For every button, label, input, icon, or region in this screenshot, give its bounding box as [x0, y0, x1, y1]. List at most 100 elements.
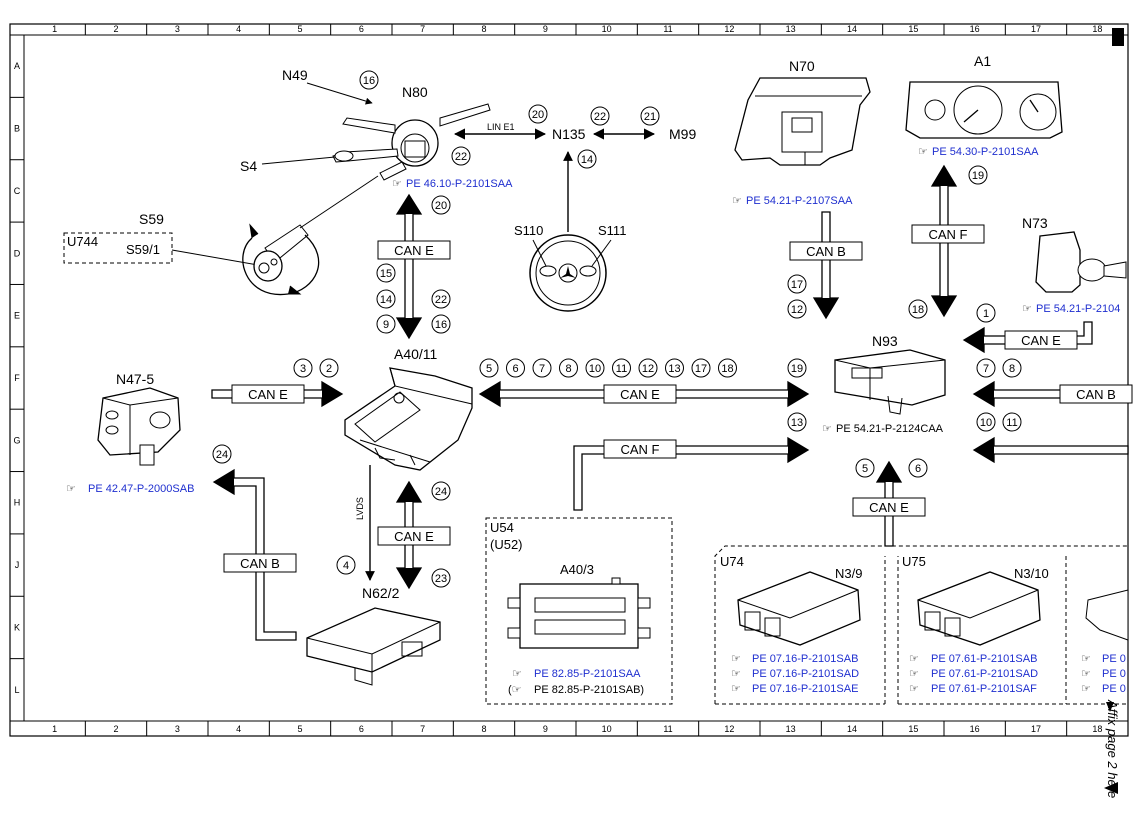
bus-can-b-n70: CAN B 17 12: [787, 211, 863, 320]
bus-can-f-u54: CAN F 13: [573, 412, 810, 511]
ref-a1[interactable]: PE 54.30-P-2101SAA: [932, 146, 1039, 158]
grid-column-label: 11: [663, 724, 672, 734]
ref-u75-2[interactable]: PE 07.61-P-2101SAF: [931, 683, 1037, 695]
ref-u75-0[interactable]: PE 07.61-P-2101SAB: [931, 653, 1037, 665]
ref-icon: ☞: [731, 683, 741, 695]
callout-19a: 19: [972, 170, 984, 182]
grid-column-label: 4: [236, 724, 241, 734]
grid-row-label: D: [14, 248, 21, 258]
grid-column-label: 13: [786, 724, 796, 734]
callout-row-f: 13: [668, 363, 680, 375]
label-a1: A1: [974, 53, 991, 69]
ref-u74-1[interactable]: PE 07.16-P-2101SAD: [752, 668, 859, 680]
ref-icon: ☞: [909, 683, 919, 695]
callout-row-f: 7: [539, 363, 545, 375]
callout-20a: 20: [532, 109, 544, 121]
callout-17a: 17: [791, 279, 803, 291]
ref-n70[interactable]: PE 54.21-P-2107SAA: [746, 195, 853, 207]
grid-column-label: 12: [724, 24, 734, 34]
callout-18a: 18: [912, 304, 924, 316]
callout-10: 10: [980, 417, 992, 429]
callout-11: 11: [1006, 417, 1017, 429]
grid-column-label: 4: [236, 24, 241, 34]
label-n80: N80: [402, 84, 428, 100]
bus-lower-right: 10 11: [972, 412, 1129, 464]
n73-ignition-switch: N73 ☞ PE 54.21-P-2104: [1022, 215, 1127, 315]
callout-22b: 22: [594, 111, 606, 123]
ref-icon: ☞: [909, 653, 919, 665]
ref-n73[interactable]: PE 54.21-P-2104: [1036, 303, 1120, 315]
s59-switch: S59 U744 S59/1: [63, 175, 379, 296]
grid-column-label: 5: [297, 724, 302, 734]
ref-icon: ☞: [918, 146, 928, 158]
callout-21: 21: [644, 111, 656, 123]
pointer-icon: [1104, 782, 1118, 794]
bus-can-e-label: CAN E: [620, 387, 660, 402]
ref-cut-1[interactable]: PE 0: [1102, 668, 1126, 680]
grid-column-label: 7: [420, 24, 425, 34]
bus-can-e-label: CAN E: [394, 529, 434, 544]
ref-a40-3b[interactable]: PE 82.85-P-2101SAB): [534, 684, 644, 696]
ref-icon: ☞: [731, 668, 741, 680]
callout-row-f: 18: [721, 363, 733, 375]
n70-overhead-unit: N70 ☞ PE 54.21-P-2107SAA: [732, 58, 871, 207]
ref-n93[interactable]: PE 54.21-P-2124CAA: [836, 423, 944, 435]
ref-icon: ☞: [909, 668, 919, 680]
callout-4: 4: [343, 560, 349, 572]
callout-6: 6: [915, 463, 921, 475]
bus-lin-e1: LIN E1: [487, 122, 515, 132]
bus-can-e-n73: CAN E 1: [962, 303, 1093, 354]
grid-column-label: 15: [908, 24, 918, 34]
grid-row-label: L: [14, 685, 19, 695]
u74-n3-9-group: U74 N3/9 ☞ PE 07.16-P-2101SAB ☞ PE 07.16…: [714, 545, 1128, 705]
grid-row-label: H: [14, 498, 21, 508]
ref-u74-0[interactable]: PE 07.16-P-2101SAB: [752, 653, 858, 665]
grid-column-label: 3: [175, 724, 180, 734]
ref-n80[interactable]: PE 46.10-P-2101SAA: [406, 178, 513, 190]
u54-a40-3-group: U54 (U52) A40/3 ☞ PE 82.85-P-2101SAA (☞ …: [485, 517, 673, 705]
n93-central-gateway: N93 ☞ PE 54.21-P-2124CAA: [822, 333, 946, 435]
a40-11-head-unit: A40/11: [344, 346, 473, 471]
n135-group: LIN E1 20 N135 22 21 M99 14 S110 S111: [453, 104, 696, 312]
ref-cut-0[interactable]: PE 0: [1102, 653, 1126, 665]
a1-instrument-cluster: A1 ☞ PE 54.30-P-2101SAA: [905, 53, 1063, 158]
ref-n47-5[interactable]: PE 42.47-P-2000SAB: [88, 483, 194, 495]
grid-column-label: 1: [52, 724, 57, 734]
callout-row-f: 17: [695, 363, 707, 375]
grid-column-label: 18: [1092, 24, 1102, 34]
grid-column-label: 12: [724, 724, 734, 734]
bus-can-e-label: CAN E: [248, 387, 288, 402]
ref-u74-2[interactable]: PE 07.16-P-2101SAE: [752, 683, 858, 695]
callout-row-f: 10: [589, 363, 601, 375]
grid-row-label: B: [14, 124, 20, 134]
ref-icon: ☞: [66, 483, 76, 495]
u75-n3-10-group: U75 N3/10 ☞ PE 07.61-P-2101SAB ☞ PE 07.6…: [897, 554, 1129, 705]
callout-2: 2: [326, 363, 332, 375]
grid-column-label: 15: [908, 724, 918, 734]
callout-23: 23: [435, 573, 447, 585]
grid-column-label: 10: [602, 724, 612, 734]
callout-8: 8: [1009, 363, 1015, 375]
callout-3: 3: [300, 363, 306, 375]
callout-24a: 24: [216, 449, 228, 461]
label-n3-9: N3/9: [835, 566, 862, 581]
ref-icon: (☞: [508, 684, 522, 696]
bus-can-f-label: CAN F: [621, 442, 660, 457]
ref-cut-2[interactable]: PE 0: [1102, 683, 1126, 695]
callout-19b: 19: [791, 363, 803, 375]
callout-15: 15: [380, 268, 392, 280]
callout-1: 1: [983, 308, 989, 320]
ref-u75-1[interactable]: PE 07.61-P-2101SAD: [931, 668, 1038, 680]
callout-12a: 12: [791, 304, 803, 316]
grid-column-label: 11: [663, 24, 672, 34]
ref-a40-3a[interactable]: PE 82.85-P-2101SAA: [534, 668, 641, 680]
label-a40-3: A40/3: [560, 562, 594, 577]
bus-can-e-label: CAN E: [1021, 333, 1061, 348]
label-a40-11: A40/11: [394, 346, 438, 362]
callout-13: 13: [791, 417, 803, 429]
bus-can-b-left: CAN B 24: [212, 444, 297, 641]
grid-column-label: 1: [52, 24, 57, 34]
